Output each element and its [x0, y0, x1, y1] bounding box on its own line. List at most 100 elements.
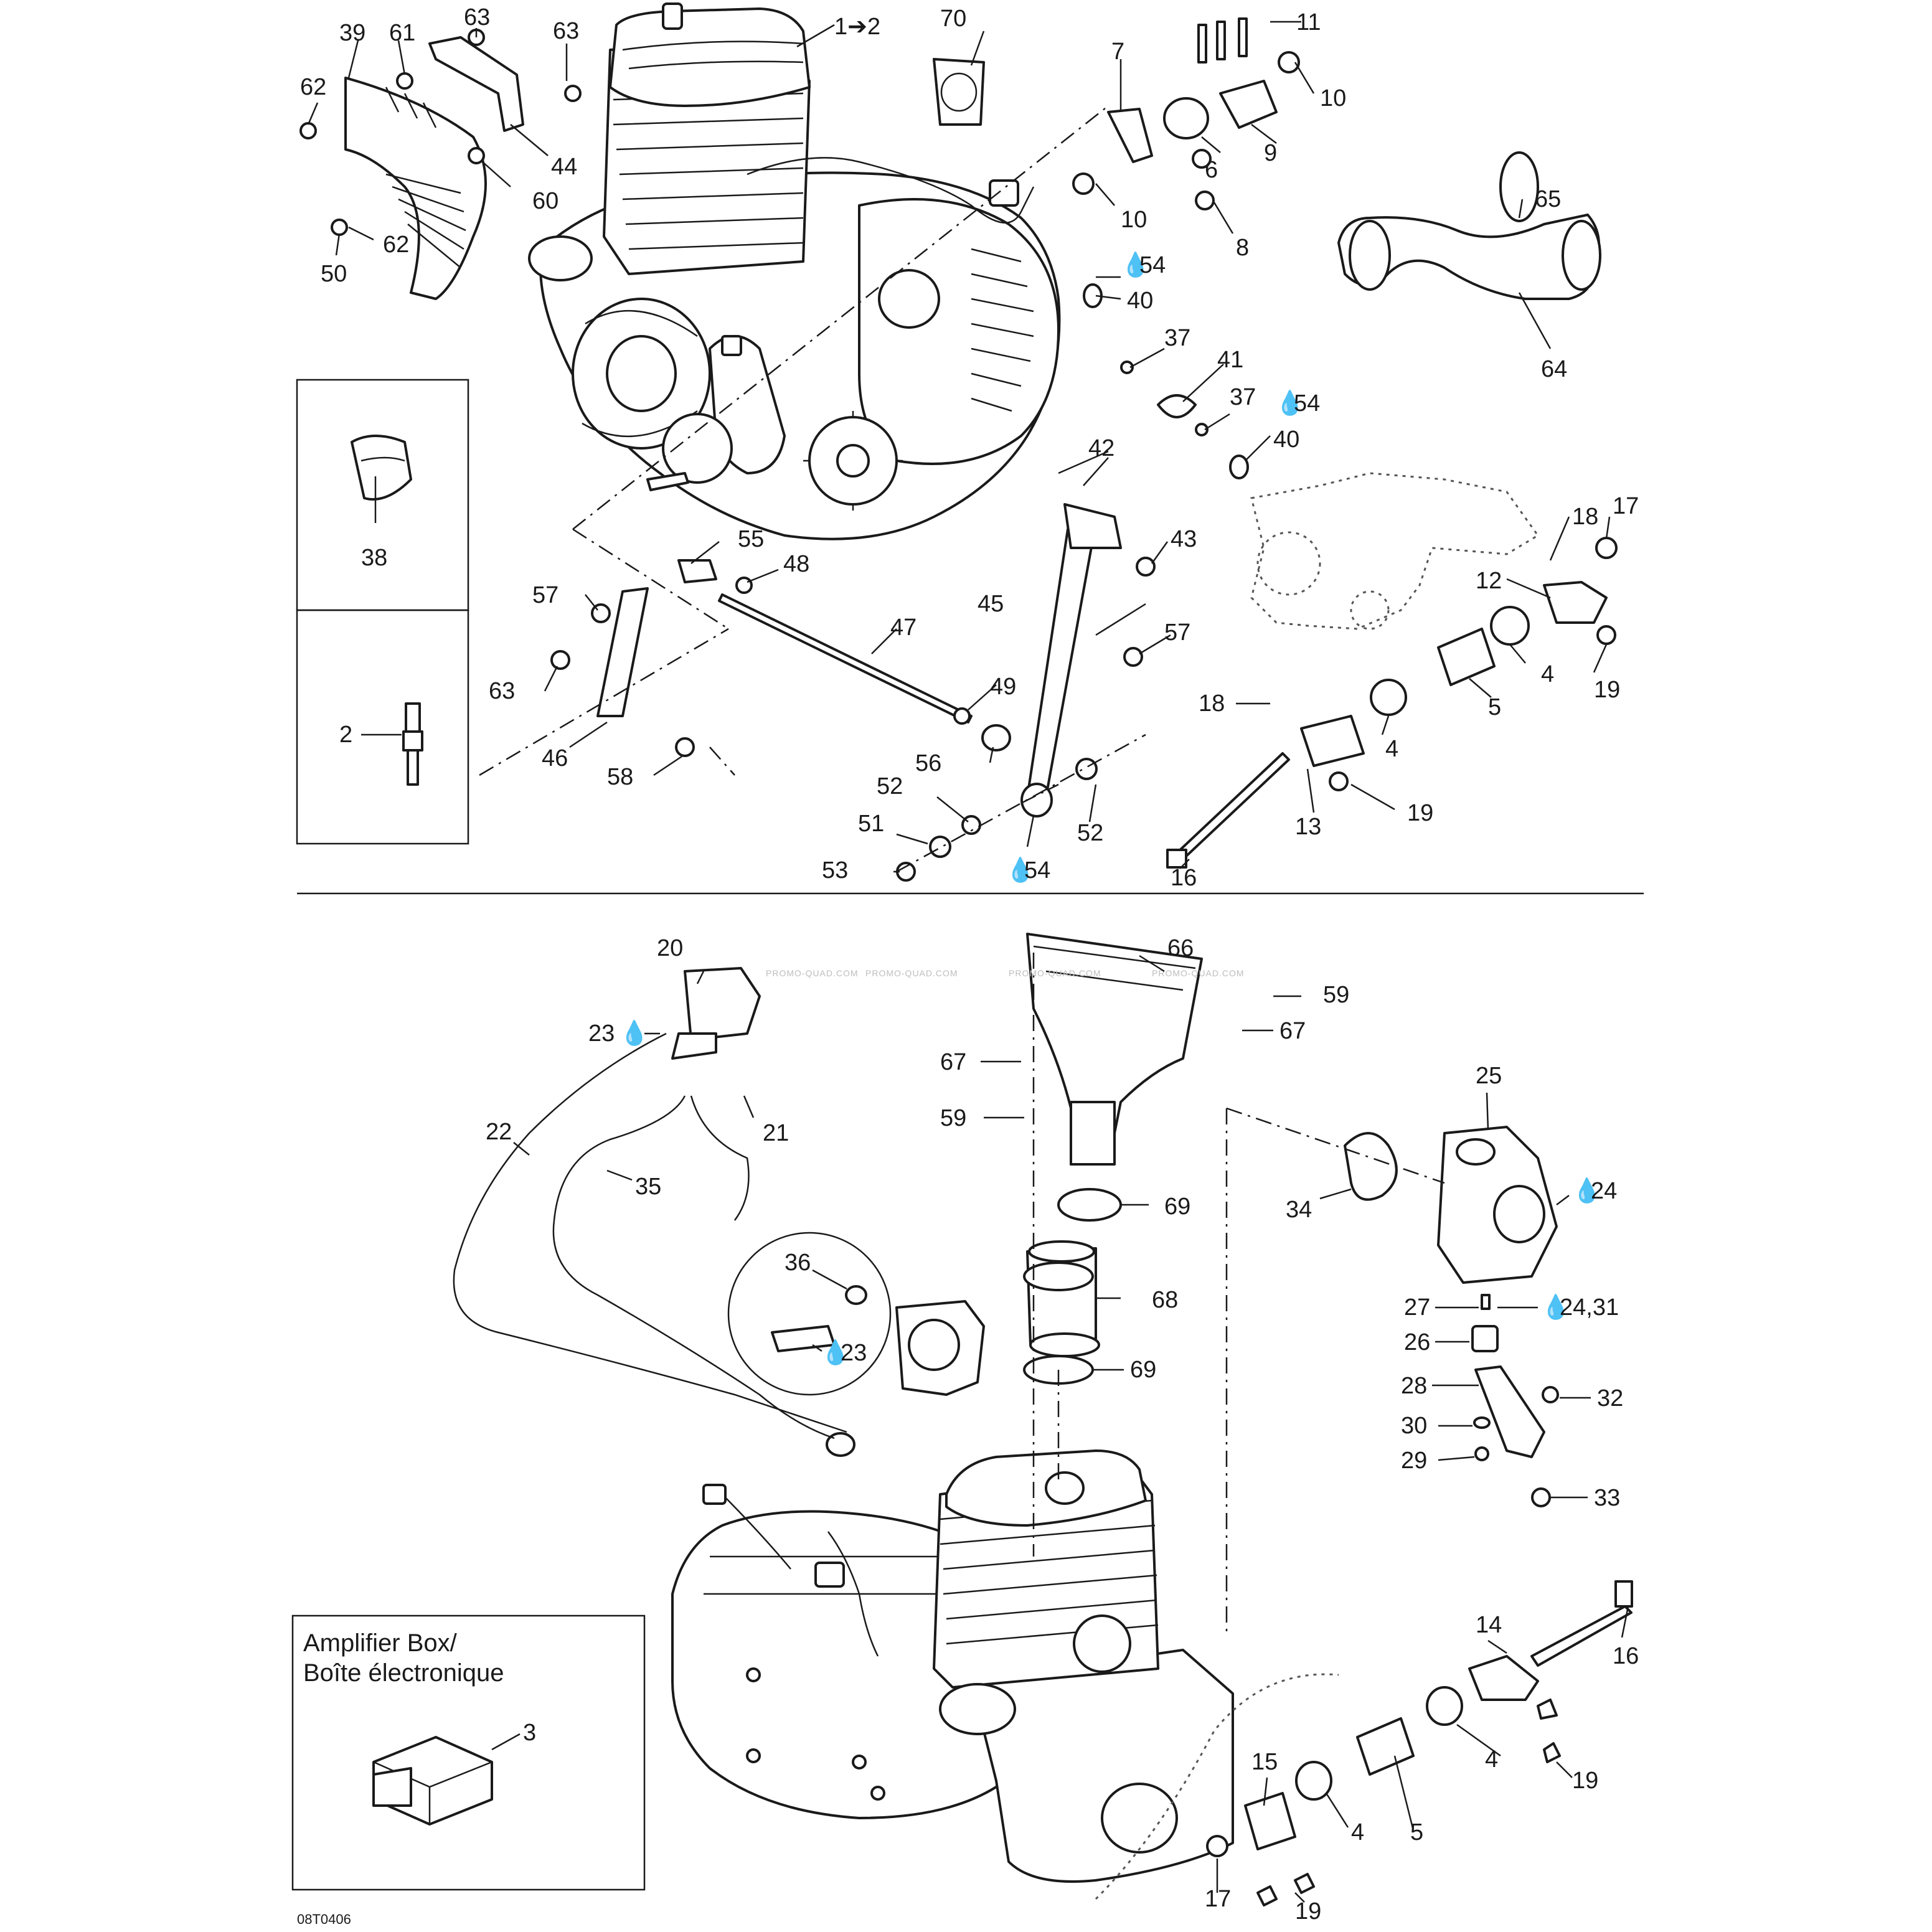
watermark-3: PROMO-QUAD.COM	[1009, 968, 1101, 978]
callout-19c: 19	[1572, 1768, 1598, 1794]
drop-icon-23b: 💧	[821, 1339, 850, 1366]
callout-64: 64	[1541, 356, 1567, 382]
callout-37b: 37	[1230, 384, 1256, 410]
callout-52a: 52	[877, 773, 903, 799]
drop-icon-54c: 💧	[1006, 856, 1035, 884]
construction-lines-bottom	[1032, 953, 1445, 1631]
callout-24-31: 24,31	[1560, 1294, 1619, 1321]
callout-49: 49	[990, 674, 1016, 700]
amplifier-box-3	[372, 1736, 493, 1826]
callout-59b: 59	[940, 1105, 966, 1131]
cable-35-end	[690, 1095, 750, 1221]
callout-67a: 67	[1279, 1018, 1306, 1044]
callout-32: 32	[1597, 1385, 1623, 1411]
callout-1-2: 1➔2	[834, 14, 880, 40]
callout-3: 3	[523, 1720, 536, 1746]
callout-2: 2	[339, 722, 352, 748]
bracket-28	[1474, 1365, 1545, 1458]
callout-59a: 59	[1323, 982, 1349, 1008]
callout-16b: 16	[1613, 1643, 1639, 1669]
callout-14: 14	[1476, 1612, 1502, 1638]
callout-6: 6	[1205, 157, 1218, 183]
engine-mount-bottom	[1095, 1580, 1633, 1906]
intake-tube-64	[1337, 214, 1601, 300]
callout-67b: 67	[940, 1049, 966, 1075]
callout-50: 50	[321, 261, 347, 287]
detail-circle-contents	[771, 1285, 867, 1352]
callout-47: 47	[890, 615, 917, 641]
airbox-66	[1026, 933, 1203, 1166]
jet-27	[1481, 1294, 1491, 1310]
callout-20: 20	[657, 935, 683, 961]
engine-mount-right	[1166, 581, 1608, 869]
watermark-2: PROMO-QUAD.COM	[865, 968, 958, 978]
callout-56: 56	[915, 750, 941, 776]
callout-57b: 57	[532, 582, 558, 608]
callout-54b: 54	[1294, 390, 1320, 417]
cable-35	[552, 1095, 835, 1440]
watermark-1: PROMO-QUAD.COM	[766, 968, 859, 978]
callout-46: 46	[542, 745, 568, 771]
callout-17a: 17	[1613, 493, 1639, 519]
callout-35: 35	[635, 1174, 661, 1200]
callout-29: 29	[1401, 1448, 1427, 1474]
carburetor-assembled	[826, 1300, 985, 1457]
bracket-46	[596, 587, 649, 717]
callout-7: 7	[1111, 39, 1124, 65]
callout-37a: 37	[1164, 325, 1190, 351]
choke-actuator-20	[671, 967, 761, 1060]
rod-47	[718, 593, 973, 723]
callout-66: 66	[1167, 935, 1194, 961]
callout-36: 36	[785, 1250, 811, 1276]
callout-63c: 63	[489, 678, 515, 704]
callout-60: 60	[532, 188, 558, 214]
callout-70: 70	[940, 6, 966, 32]
callout-40a: 40	[1127, 288, 1153, 314]
callout-30: 30	[1401, 1413, 1427, 1439]
callout-23a: 23	[588, 1020, 615, 1047]
callout-4a: 4	[1541, 661, 1554, 687]
screw-32	[1542, 1386, 1559, 1403]
callouts: 1➔2 70 7 11 10 9 6 10 8 39 61 63 63 62 4…	[300, 4, 1639, 1925]
callout-28: 28	[1401, 1373, 1427, 1399]
amplifier-box-frame	[291, 1614, 646, 1891]
crankcase-phantom	[1250, 472, 1540, 630]
callout-5a: 5	[1488, 694, 1501, 720]
callout-33: 33	[1594, 1485, 1620, 1511]
callout-22: 22	[486, 1119, 512, 1145]
construction-lines-top	[479, 105, 1146, 873]
callout-53: 53	[822, 857, 848, 884]
callout-17b: 17	[1205, 1886, 1231, 1912]
drop-icon-24-31: 💧	[1541, 1293, 1570, 1321]
watermark-4: PROMO-QUAD.COM	[1152, 968, 1245, 978]
callout-23b: 23	[841, 1340, 867, 1366]
callout-48: 48	[783, 551, 809, 577]
callout-69b: 69	[1130, 1357, 1156, 1383]
callout-58: 58	[607, 764, 633, 790]
detail-circle	[727, 1232, 892, 1396]
callout-42: 42	[1088, 435, 1114, 461]
carburetor-25	[1437, 1126, 1558, 1284]
callout-25: 25	[1476, 1063, 1502, 1089]
drop-icon-54b: 💧	[1275, 389, 1304, 417]
part-38	[351, 435, 412, 501]
callout-4b: 4	[1385, 736, 1398, 762]
callout-43: 43	[1171, 526, 1197, 552]
drawing-code: 08T0406	[297, 1911, 351, 1927]
cable-22	[453, 1032, 847, 1433]
callout-54c: 54	[1024, 857, 1050, 884]
callout-9: 9	[1264, 140, 1277, 166]
engine-mount-top	[1107, 17, 1278, 163]
rod-end-55	[677, 559, 717, 583]
support-rod-45	[1020, 503, 1122, 818]
drop-icon-54a: 💧	[1121, 251, 1150, 278]
callout-12: 12	[1476, 568, 1502, 594]
washer-30	[1473, 1416, 1491, 1429]
exhaust-gasket-70	[933, 58, 985, 126]
callout-26: 26	[1404, 1329, 1430, 1355]
callout-57a: 57	[1164, 620, 1190, 646]
callout-24: 24	[1591, 1178, 1617, 1204]
callout-62a: 62	[300, 74, 326, 100]
spark-plug-2	[402, 702, 423, 786]
